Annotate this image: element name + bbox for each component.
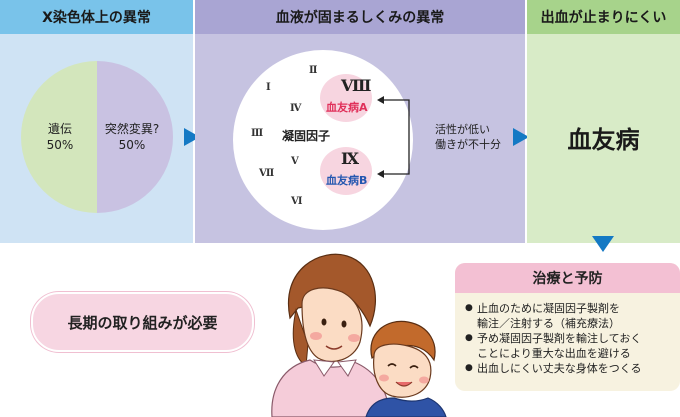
inherited-percent: 50% (46, 138, 74, 152)
treatment-item: 出血しにくい丈夫な身体をつくる (465, 361, 680, 376)
factor-7-label: Ⅶ (259, 168, 275, 179)
factor-6-label: Ⅵ (291, 196, 303, 207)
clotting-panel: 血液が固まるしくみの異常 Ⅰ Ⅱ Ⅲ Ⅳ Ⅴ Ⅵ Ⅶ 凝固因子 Ⅷ 血友病A Ⅸ… (195, 0, 525, 243)
clotting-title: 血液が固まるしくみの異常 (195, 0, 525, 34)
treatment-title: 治療と予防 (455, 263, 680, 293)
x-chromosome-panel: X染色体上の異常 遺伝 50% 突然変異? 50% (0, 0, 193, 243)
hemophilia-label: 血友病 (567, 126, 640, 154)
bracket-arrows-icon (377, 96, 410, 178)
hemophilia-a-label: 血友病A (326, 101, 368, 114)
arrow-down-icon (592, 236, 614, 252)
child-body (365, 397, 447, 417)
treatment-item-text: ことにより重大な出血を避ける (477, 347, 631, 360)
factor-5-label: Ⅴ (291, 156, 299, 167)
x-chromosome-title: X染色体上の異常 (0, 0, 193, 34)
bleeding-title: 出血が止まりにくい (527, 0, 680, 34)
factor-9-numeral: Ⅸ (341, 149, 360, 168)
mutation-label: 突然変異? (104, 122, 160, 136)
treatment-item-text: 輸注／注射する（補充療法） (477, 317, 620, 330)
mutation-percent: 50% (118, 138, 146, 152)
pie-slice-mutation (97, 61, 173, 213)
treatment-item-text: 止血のために凝固因子製剤を (477, 302, 620, 315)
arrow-right-icon (513, 128, 529, 146)
mother-and-child-illustration (271, 253, 447, 417)
factor-4-label: Ⅳ (290, 103, 302, 114)
clotting-factor-label: 凝固因子 (282, 129, 331, 143)
treatment-item-text: 予め凝固因子製剤を輸注しておく (477, 332, 642, 345)
long-term-effort-badge: 長期の取り組みが必要 (31, 292, 254, 352)
child-face (373, 343, 432, 398)
factor-3-label: Ⅲ (251, 128, 264, 139)
pie-slice-inherited (21, 61, 97, 213)
long-term-effort-label: 長期の取り組みが必要 (67, 313, 218, 332)
factor-8-numeral: Ⅷ (341, 76, 372, 95)
clotting-factor-circle (233, 50, 413, 230)
factor-2-label: Ⅱ (309, 65, 318, 76)
inherited-label: 遺伝 (47, 122, 72, 136)
inheritance-pie-chart (21, 61, 173, 213)
treatment-item-text: 出血しにくい丈夫な身体をつくる (477, 362, 642, 375)
factor-9-highlight (320, 147, 372, 195)
pie-label-inherited: 遺伝 50% (30, 121, 90, 153)
bleeding-panel: 出血が止まりにくい 血友病 (527, 0, 680, 243)
function-insufficient-note: 働きが不十分 (435, 138, 501, 151)
hemophilia-b-label: 血友病B (326, 174, 368, 187)
activity-low-note: 活性が低い (435, 123, 490, 136)
mother-face (301, 287, 363, 363)
pie-label-mutation: 突然変異? 50% (97, 121, 167, 153)
factor-1-label: Ⅰ (266, 82, 271, 93)
factor-8-highlight (320, 74, 372, 122)
